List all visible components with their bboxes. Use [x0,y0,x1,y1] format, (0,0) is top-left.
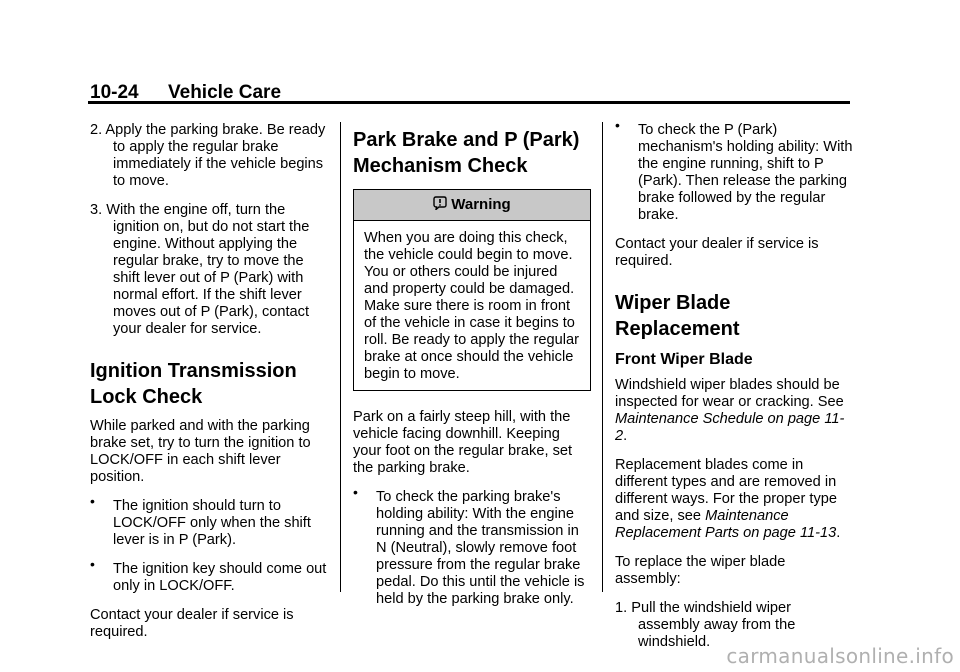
column-3: • To check the P (Park) mechanism's hold… [615,117,855,663]
heading-park-brake-check: Park Brake and P (Park) Mechanism Check [353,129,580,177]
bullet-item: • To check the P (Park) mechanism's hold… [615,117,855,224]
watermark: carmanualsonline.info [726,644,954,668]
warning-body: When you are doing this check, the vehic… [354,221,590,390]
paragraph-inspect: Windshield wiper blades should be inspec… [615,377,855,445]
column-divider [602,122,603,592]
column-2: Park Brake and P (Park) Mechanism Check … [353,122,591,620]
column-1: 2. Apply the parking brake. Be ready to … [90,122,328,653]
page-header: 10-24 Vehicle Care [90,82,281,104]
bullet-item: • The ignition should turn to LOCK/OFF o… [90,493,328,549]
cross-reference-link[interactable]: Maintenance Replacement Parts on page 11… [615,508,837,541]
bullet-text: To check the P (Park) mechanism's holdin… [638,122,853,223]
warning-text: When you are doing this check, the vehic… [364,230,579,382]
warning-header: Warning [354,190,590,221]
paragraph-intro: While parked and with the parking brake … [90,418,311,485]
paragraph-end: . [836,525,841,541]
paragraph-text: Windshield wiper blades should be inspec… [615,377,844,410]
bullet-item: • To check the parking brake's holding a… [353,484,591,608]
bullet-text: The ignition should turn to LOCK/OFF onl… [113,498,311,548]
page-number: 10-24 [90,82,139,103]
heading-wiper-replacement: Wiper Blade Replacement [615,292,740,340]
paragraph-closing: Contact your dealer if service is requir… [615,236,819,269]
step-1: 1. Pull the windshield wiper assembly aw… [615,600,796,650]
warning-title: Warning [451,196,511,213]
bullet-text: To check the parking brake's holding abi… [376,489,585,607]
paragraph-text: Replacement blades come in different typ… [615,457,837,524]
bullet-icon: • [90,493,95,509]
subheading-front-wiper: Front Wiper Blade [615,351,753,368]
paragraph-end: . [623,428,628,444]
cross-reference-link[interactable]: Maintenance Schedule on page 11-2 [615,411,845,444]
step-2: 2. Apply the parking brake. Be ready to … [90,122,326,189]
bullet-icon: • [615,117,620,133]
header-rule [88,101,850,104]
step-3: 3. With the engine off, turn the ignitio… [90,202,310,337]
bullet-item: • The ignition key should come out only … [90,556,328,595]
warning-box: Warning When you are doing this check, t… [353,189,591,391]
heading-ignition-lock-check: Ignition Transmission Lock Check [90,360,297,408]
warning-icon [433,196,447,210]
section-title: Vehicle Care [168,82,282,103]
paragraph-assembly: To replace the wiper blade assembly: [615,554,786,587]
bullet-text: The ignition key should come out only in… [113,561,327,594]
paragraph-replacement: Replacement blades come in different typ… [615,457,855,542]
paragraph-closing: Contact your dealer if service is requir… [90,607,294,640]
column-divider [340,122,341,592]
paragraph-intro: Park on a fairly steep hill, with the ve… [353,409,573,476]
bullet-icon: • [353,484,358,500]
bullet-icon: • [90,556,95,572]
